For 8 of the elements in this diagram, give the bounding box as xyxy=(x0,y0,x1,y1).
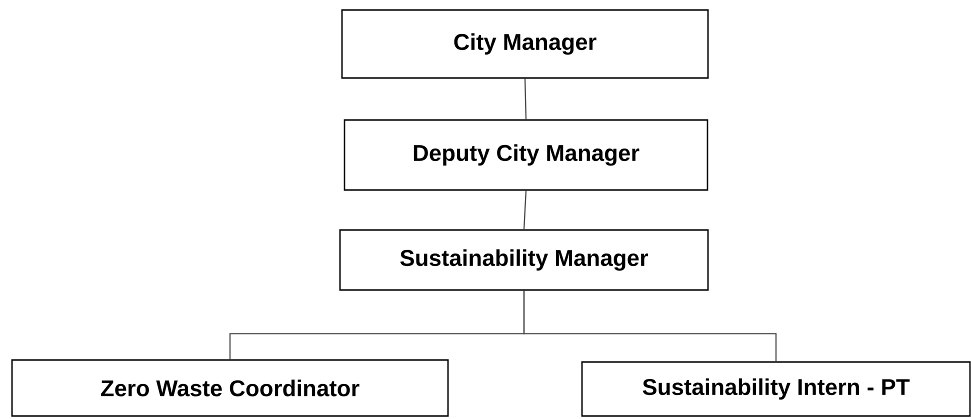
org-box: Deputy City Manager xyxy=(344,119,708,191)
connector-line xyxy=(523,290,777,362)
org-box: City Manager xyxy=(341,9,709,79)
org-box: Sustainability Intern - PT xyxy=(581,361,971,417)
connector-line xyxy=(523,190,527,230)
connector-line xyxy=(524,78,527,120)
org-box: Sustainability Manager xyxy=(339,229,709,291)
org-box: Zero Waste Coordinator xyxy=(11,359,449,417)
